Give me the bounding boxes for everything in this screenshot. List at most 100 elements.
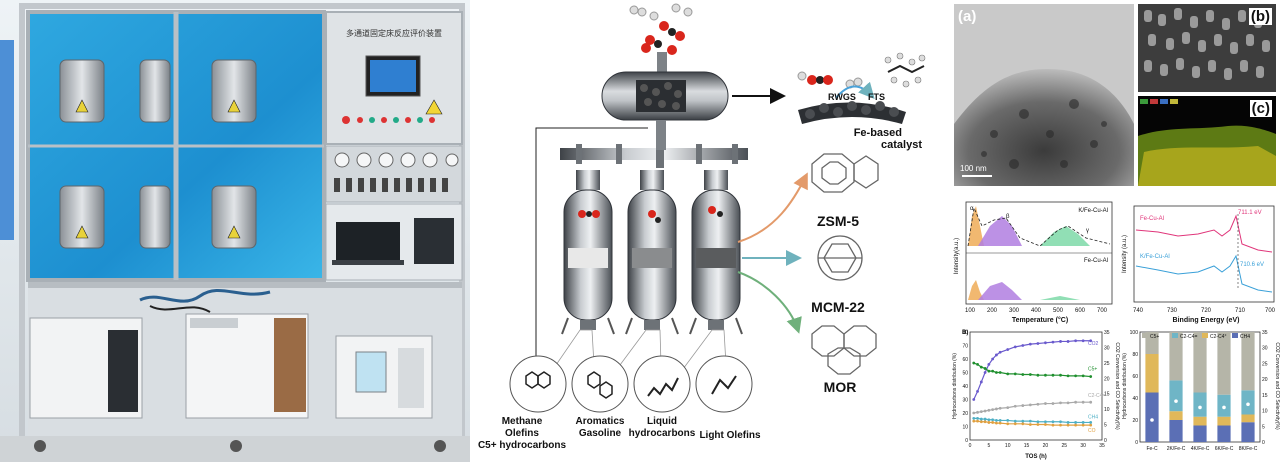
bar-category-label: Fe-C — [1146, 446, 1158, 452]
bar-segment — [1217, 332, 1231, 395]
tos-point — [1006, 372, 1010, 376]
bar-segment — [1193, 332, 1207, 393]
bar-marker — [1246, 402, 1250, 407]
arrow-zsm5 — [737, 172, 808, 243]
tos-point — [987, 363, 991, 366]
bar-segment — [1241, 390, 1255, 415]
bar-category-label: 6K/Fe-C — [1215, 446, 1234, 452]
tos-point — [1051, 340, 1055, 344]
bar-marker — [1150, 418, 1154, 422]
tos-point — [1051, 373, 1055, 377]
product-1-line3: C5+ hydrocarbons — [478, 440, 567, 451]
tos-point — [991, 408, 995, 412]
tos-series-label: CO2 — [1088, 341, 1099, 347]
tos-xtick: 10 — [1005, 443, 1011, 449]
bar-y2tick: 35 — [1262, 330, 1268, 336]
tos-point — [987, 421, 991, 424]
tos-y2tick: 20 — [1104, 376, 1110, 382]
tos-xtick: 30 — [1080, 443, 1086, 449]
product-circles — [509, 355, 753, 413]
tos-point — [1074, 421, 1077, 424]
tos-panel-label: B) — [962, 330, 968, 336]
tos-point — [1044, 341, 1047, 345]
tos-point — [1036, 420, 1040, 424]
tos-point — [1051, 423, 1055, 427]
tos-point — [979, 410, 983, 414]
bar-segment — [1193, 416, 1207, 426]
xps-xtick: 710 — [1235, 308, 1246, 314]
tos-series-label: C2-C4= — [1088, 393, 1105, 399]
bar-marker — [1222, 405, 1226, 410]
bar-y2label: CO2 Conversion and CO Selectivity(%) — [1274, 342, 1280, 430]
zeolite-structures — [811, 153, 879, 375]
bar-legend-swatch — [1232, 333, 1238, 338]
tos-point — [991, 418, 995, 422]
bar-segment — [1241, 422, 1255, 442]
bar-category-label: 8K/Fe-C — [1239, 446, 1258, 452]
tos-point — [1074, 339, 1077, 343]
xps-top-label: Fe-Cu-Al — [1140, 216, 1164, 222]
bar-segment — [1145, 392, 1159, 442]
tos-xtick: 35 — [1099, 443, 1105, 449]
tos-point — [1036, 342, 1040, 345]
xps-xtick: 700 — [1265, 308, 1276, 314]
tos-point — [987, 408, 991, 412]
rwgs-label: RWGS — [828, 92, 856, 102]
tos-ytick: 70 — [962, 344, 968, 350]
xps-ylabel: Intensity (a.u.) — [1122, 235, 1128, 273]
catalyst-illustration: RWGS FTS Fe-based catalyst — [797, 52, 926, 151]
tpr-top-label: K/Fe-Cu-Al — [1078, 208, 1108, 214]
xps-top-peak: 711.1 eV — [1238, 210, 1262, 216]
tpr-xtick: 500 — [1053, 308, 1064, 314]
tos-ytick: 30 — [962, 398, 968, 404]
xps-xtick: 720 — [1201, 308, 1212, 314]
tos-ytick: 40 — [962, 384, 968, 390]
tos-point — [1028, 342, 1032, 346]
tos-xlabel: TOS (h) — [1025, 454, 1047, 460]
product-3-line1: Liquid — [647, 416, 677, 427]
bar-ylabel: Hydrocarbons distribution (%) — [1122, 353, 1128, 419]
tos-point — [1021, 404, 1025, 407]
tos-point — [1036, 402, 1040, 406]
product-2-line2: Gasoline — [579, 428, 622, 439]
tos-point — [972, 417, 976, 420]
tos-y2tick: 0 — [1104, 438, 1107, 444]
sem-image: (b) — [1138, 4, 1276, 92]
bar-y2tick: 0 — [1262, 440, 1265, 446]
bar-marker — [1174, 399, 1178, 403]
tos-ytick: 80 — [962, 330, 968, 336]
bar-ytick: 80 — [1132, 352, 1138, 358]
bar-y2tick: 25 — [1262, 361, 1268, 367]
product-1-line2: Olefins — [505, 428, 539, 439]
tpr-peak-alpha: α — [970, 206, 974, 212]
tos-point — [1013, 419, 1017, 423]
bar-category-label: 2K/Fe-C — [1167, 446, 1186, 452]
tos-point — [995, 407, 998, 411]
tos-point — [1013, 345, 1017, 349]
bar-y2tick: 10 — [1262, 409, 1268, 415]
zeolite-label-mor: MOR — [824, 379, 857, 395]
bar-ytick: 0 — [1135, 440, 1138, 446]
tos-point — [1013, 422, 1017, 426]
bar-segment — [1169, 411, 1183, 420]
gas-molecules — [629, 3, 693, 60]
bar-ytick: 100 — [1130, 330, 1139, 336]
reactor-photo: 多通道固定床反应评价装置 — [0, 0, 470, 462]
tos-point — [995, 353, 998, 357]
bar-segment — [1241, 332, 1255, 391]
tos-point — [991, 369, 995, 373]
tos-point — [976, 417, 979, 420]
tos-point — [976, 419, 979, 423]
tpr-chart: K/Fe-Cu-Al Fe-Cu-Al α β γ Intensity(a.u.… — [954, 201, 1113, 324]
tos-point — [1081, 339, 1085, 343]
tos-point — [1074, 400, 1077, 404]
tos-point — [1021, 373, 1025, 376]
bar-segment — [1193, 392, 1207, 417]
tos-xtick: 20 — [1043, 443, 1049, 449]
tos-point — [1013, 404, 1017, 408]
bar-legend-label: C2-C4° — [1210, 334, 1226, 340]
tos-xtick: 5 — [987, 443, 990, 449]
bar-legend-label: C5+ — [1150, 334, 1159, 340]
fts-label: FTS — [868, 92, 885, 102]
bar-legend-label: C2-C4= — [1180, 334, 1197, 340]
